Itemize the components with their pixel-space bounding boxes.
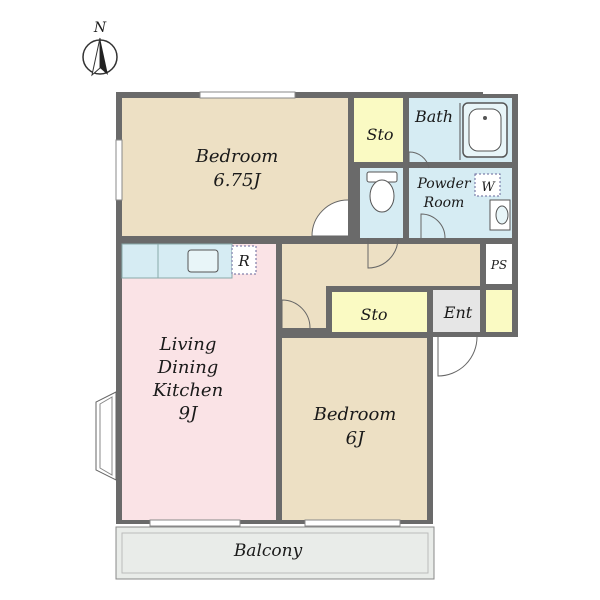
- toilet-icon: [366, 171, 398, 213]
- ldk-label-2: Dining: [157, 357, 219, 378]
- compass-label: N: [93, 20, 107, 36]
- powder-room-label-1: Powder: [416, 176, 472, 192]
- balcony-area: [115, 526, 435, 580]
- windows: [115, 91, 401, 527]
- ldk-label-1: Living: [159, 334, 217, 355]
- door-swings: [281, 151, 478, 377]
- washer-space: [474, 173, 501, 197]
- hallway-area-lower: [282, 286, 326, 328]
- bedroom-1-label: Bedroom: [195, 146, 279, 167]
- bedroom-2-area: [282, 338, 427, 520]
- refrigerator-label: R: [237, 252, 249, 270]
- washer-label: W: [481, 180, 496, 195]
- entrance-area: [433, 290, 480, 332]
- refrigerator-space: [231, 245, 257, 275]
- storage-2-label: Sto: [360, 305, 387, 324]
- bedroom-2-label: Bedroom: [313, 404, 397, 425]
- storage-2-area: [332, 292, 427, 332]
- sink-icon: [187, 249, 219, 273]
- pipe-space-area: [486, 244, 512, 284]
- balcony-label: Balcony: [233, 541, 303, 561]
- right-storage-area: [486, 290, 512, 332]
- ldk-size: 9J: [179, 403, 199, 424]
- pipe-space-label: PS: [490, 258, 507, 272]
- storage-1-label: Sto: [366, 125, 393, 144]
- entrance-label: Ent: [443, 303, 473, 322]
- north-compass-icon: N: [82, 20, 118, 77]
- storage-1-area: [354, 98, 403, 162]
- bedroom-1-size: 6.75J: [213, 170, 262, 191]
- bay-window: [95, 391, 117, 481]
- powder-room-label-2: Room: [423, 195, 465, 211]
- wash-basin-icon: [489, 199, 511, 231]
- ldk-label-3: Kitchen: [152, 380, 223, 401]
- bath-label: Bath: [414, 107, 453, 126]
- ldk-area: [122, 244, 276, 520]
- bedroom-2-size: 6J: [346, 428, 366, 449]
- bedroom-1-area: [122, 98, 348, 236]
